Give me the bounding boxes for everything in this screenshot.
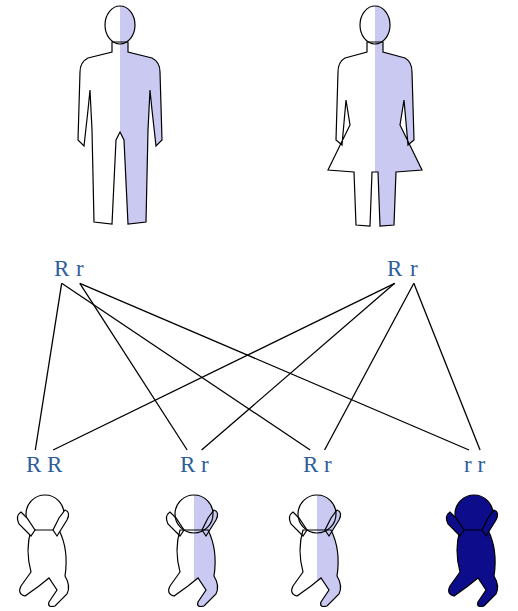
child-genotype: R r (301, 452, 334, 477)
mother-allele: R (385, 256, 404, 281)
mother-allele: r (408, 256, 420, 281)
genotype-text: r (76, 256, 84, 281)
allele-line (80, 283, 187, 450)
genotype-text: r (410, 256, 418, 281)
child-genotype: r r (462, 452, 487, 477)
genotype-text: r r (464, 452, 485, 477)
genotype-text: R R (26, 452, 62, 477)
child-genotype: R r (178, 452, 211, 477)
child-genotype: R R (24, 452, 64, 477)
mother-figure (328, 6, 422, 226)
genotype-text: R (54, 256, 69, 281)
father-allele: r (74, 256, 86, 281)
allele-line (35, 283, 61, 450)
genotype-text: R (387, 256, 402, 281)
allele-line (325, 283, 414, 450)
baby-unaffected (17, 495, 68, 607)
allele-line (80, 283, 469, 450)
baby-carrier (289, 495, 340, 607)
genotype-text: R r (303, 452, 332, 477)
father-allele: R (52, 256, 71, 281)
baby-affected (446, 495, 497, 607)
genotype-text: R r (180, 452, 209, 477)
baby-carrier (166, 495, 217, 607)
father-figure (78, 6, 162, 224)
allele-line (53, 283, 395, 450)
allele-line (202, 283, 395, 450)
allele-line (414, 283, 480, 450)
